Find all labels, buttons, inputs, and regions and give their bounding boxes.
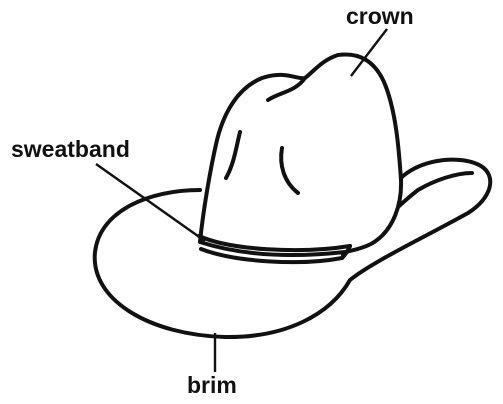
sweatband-label: sweatband <box>11 138 130 161</box>
crown-label: crown <box>346 5 414 28</box>
brim-label: brim <box>187 374 237 397</box>
hat-crown <box>200 54 401 254</box>
